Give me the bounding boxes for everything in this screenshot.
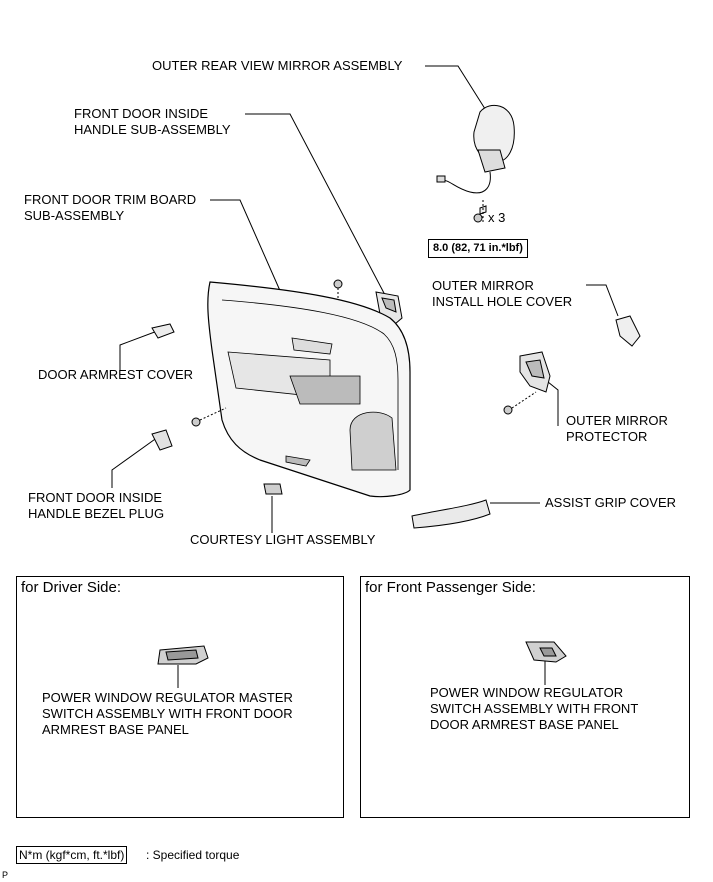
passenger-side-title: for Front Passenger Side: (365, 579, 536, 596)
label-driver-switch: POWER WINDOW REGULATOR MASTER SWITCH ASS… (42, 690, 293, 737)
leader-outer-mirror (425, 65, 488, 113)
assist-grip-drawing (411, 499, 491, 529)
label-bolt-count: x 3 (488, 210, 506, 225)
torque-spec-box: 8.0 (82, 71 in.*lbf) (428, 239, 528, 258)
leader-bezel-plug (111, 436, 159, 488)
label-outer-mirror: OUTER REAR VIEW MIRROR ASSEMBLY (152, 58, 403, 73)
driver-side-title: for Driver Side: (21, 579, 122, 596)
label-trim-board: FRONT DOOR TRIM BOARD SUB-ASSEMBLY (24, 192, 197, 223)
inside-handle-drawing (375, 291, 403, 325)
leader-trim-board (210, 199, 286, 303)
trim-board-drawing (207, 281, 411, 498)
courtesy-light-drawing (263, 483, 283, 495)
label-inside-handle: FRONT DOOR INSIDE HANDLE SUB-ASSEMBLY (74, 106, 231, 137)
leader-hole-cover (586, 284, 619, 317)
label-passenger-switch: POWER WINDOW REGULATOR SWITCH ASSEMBLY W… (430, 685, 639, 732)
screw-drawing (191, 407, 227, 427)
mirror-protector-drawing (503, 351, 551, 415)
armrest-cover-drawing (151, 323, 175, 339)
hole-cover-drawing (615, 315, 641, 347)
driver-side-box: for Driver Side: (16, 576, 344, 818)
legend-unit-box: N*m (kgf*cm, ft.*lbf) (16, 846, 128, 864)
label-assist-grip: ASSIST GRIP COVER (545, 495, 677, 510)
passenger-side-box: for Front Passenger Side: (360, 576, 690, 818)
leader-inside-handle (245, 113, 386, 296)
leader-armrest-cover (119, 329, 161, 370)
driver-switch-drawing (157, 645, 209, 665)
label-hole-cover: OUTER MIRROR INSTALL HOLE COVER (432, 278, 573, 309)
leader-mirror-protector (547, 381, 559, 426)
passenger-switch-drawing (525, 641, 567, 663)
label-bezel-plug: FRONT DOOR INSIDE HANDLE BEZEL PLUG (28, 490, 165, 521)
corner-mark: P (2, 870, 9, 880)
bezel-plug-drawing (151, 429, 173, 451)
label-mirror-protector: OUTER MIRROR PROTECTOR (566, 413, 668, 444)
legend-description: : Specified torque (146, 848, 240, 862)
outer-mirror-drawing (436, 104, 515, 223)
label-courtesy-light: COURTESY LIGHT ASSEMBLY (190, 532, 376, 547)
label-armrest-cover: DOOR ARMREST COVER (38, 367, 194, 382)
